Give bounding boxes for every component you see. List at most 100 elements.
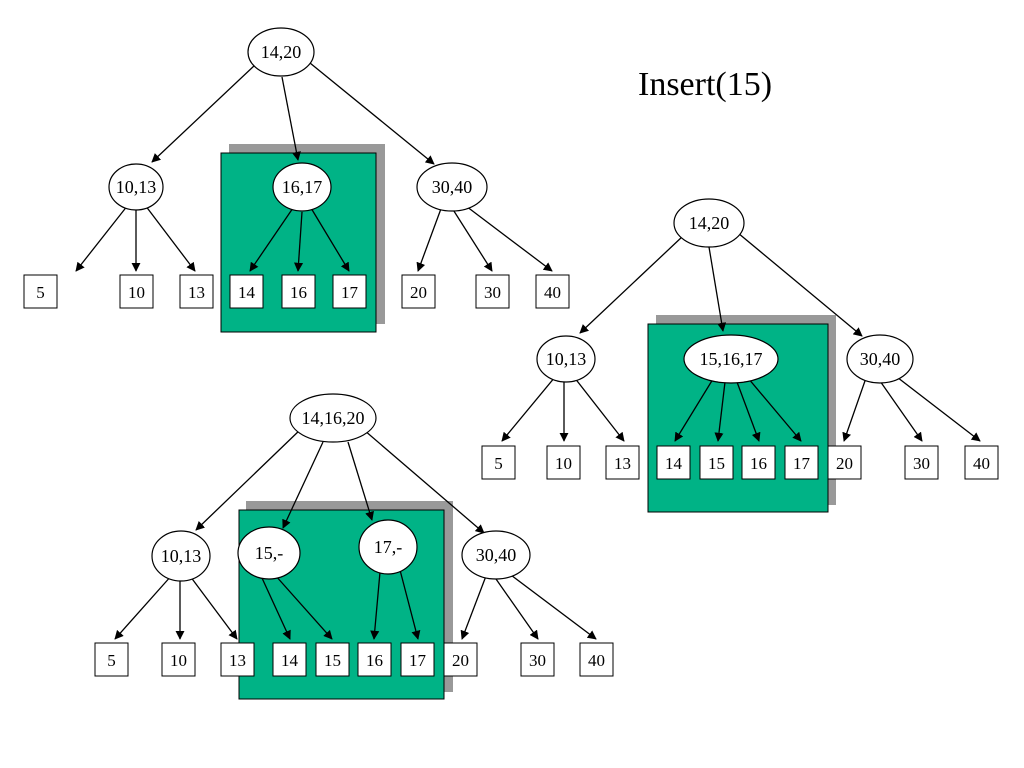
tree-node: 14,20 bbox=[247, 27, 315, 77]
edge bbox=[879, 380, 923, 442]
leaf-box: 14 bbox=[272, 642, 307, 677]
svg-text:10,13: 10,13 bbox=[546, 349, 587, 369]
edge bbox=[461, 202, 553, 272]
svg-text:17,-: 17,- bbox=[374, 537, 403, 557]
leaf-box: 14 bbox=[656, 445, 691, 480]
leaf-box: 30 bbox=[904, 445, 939, 480]
edge bbox=[842, 377, 867, 442]
svg-text:30,40: 30,40 bbox=[476, 545, 517, 565]
svg-text:16: 16 bbox=[750, 454, 767, 473]
svg-text:5: 5 bbox=[107, 651, 116, 670]
leaf-box: 30 bbox=[520, 642, 555, 677]
svg-text:15: 15 bbox=[324, 651, 341, 670]
svg-text:30: 30 bbox=[913, 454, 930, 473]
svg-text:10: 10 bbox=[555, 454, 572, 473]
leaf-box: 5 bbox=[23, 274, 58, 309]
svg-text:13: 13 bbox=[229, 651, 246, 670]
leaf-box: 40 bbox=[579, 642, 614, 677]
leaf-box: 15 bbox=[315, 642, 350, 677]
svg-text:17: 17 bbox=[341, 283, 359, 302]
svg-text:5: 5 bbox=[36, 283, 45, 302]
edge bbox=[399, 569, 421, 640]
edge bbox=[261, 577, 291, 640]
edge bbox=[144, 204, 196, 272]
tree-node-highlighted: 15,- bbox=[237, 526, 301, 580]
svg-text:5: 5 bbox=[494, 454, 503, 473]
edge bbox=[747, 377, 802, 442]
svg-text:20: 20 bbox=[452, 651, 469, 670]
svg-text:15,-: 15,- bbox=[255, 543, 284, 563]
leaf-box: 10 bbox=[119, 274, 154, 309]
edge bbox=[75, 204, 129, 272]
leaf-box: 20 bbox=[827, 445, 862, 480]
svg-text:14: 14 bbox=[665, 454, 683, 473]
leaf-box: 20 bbox=[401, 274, 436, 309]
edge bbox=[189, 575, 238, 640]
leaf-box: 30 bbox=[475, 274, 510, 309]
edge bbox=[506, 571, 597, 640]
edge bbox=[737, 232, 863, 337]
svg-text:14,16,20: 14,16,20 bbox=[302, 408, 365, 428]
tree-edges bbox=[114, 427, 597, 640]
tree-edges bbox=[501, 232, 981, 442]
tree-node: 10,13 bbox=[151, 530, 211, 582]
edge bbox=[460, 575, 487, 640]
svg-text:13: 13 bbox=[188, 283, 205, 302]
tree-edges bbox=[75, 62, 553, 272]
edge bbox=[151, 64, 256, 163]
edge bbox=[195, 427, 303, 531]
edge bbox=[674, 378, 714, 442]
svg-text:14,20: 14,20 bbox=[261, 42, 302, 62]
tree-node-highlighted: 16,17 bbox=[272, 162, 332, 212]
svg-text:30,40: 30,40 bbox=[860, 349, 901, 369]
edge bbox=[736, 381, 761, 442]
svg-text:17: 17 bbox=[793, 454, 811, 473]
edge bbox=[495, 578, 539, 640]
edge bbox=[282, 441, 324, 529]
leaf-box: 16 bbox=[281, 274, 316, 309]
edge bbox=[370, 571, 381, 640]
leaf-box: 13 bbox=[220, 642, 255, 677]
edge bbox=[501, 376, 556, 442]
svg-text:20: 20 bbox=[410, 283, 427, 302]
tree-node: 30,40 bbox=[461, 530, 531, 580]
svg-text:15,16,17: 15,16,17 bbox=[700, 349, 763, 369]
leaf-box: 40 bbox=[964, 445, 999, 480]
edge bbox=[249, 207, 294, 272]
edge bbox=[347, 441, 374, 521]
tree-node-highlighted: 15,16,17 bbox=[683, 334, 779, 384]
svg-text:10: 10 bbox=[170, 651, 187, 670]
leaf-box: 13 bbox=[605, 445, 640, 480]
tree-node: 14,16,20 bbox=[289, 393, 377, 443]
edge bbox=[281, 76, 301, 161]
svg-text:10: 10 bbox=[128, 283, 145, 302]
tree-before-split: 14,20 10,13 16,17 30,40 5 10 13 14 16 17… bbox=[23, 27, 570, 333]
leaf-box: 5 bbox=[481, 445, 516, 480]
edge bbox=[274, 574, 333, 640]
tree-node: 14,20 bbox=[673, 198, 745, 248]
leaf-box: 15 bbox=[699, 445, 734, 480]
leaf-box: 17 bbox=[332, 274, 367, 309]
tree-node: 30,40 bbox=[846, 334, 914, 384]
svg-text:30: 30 bbox=[529, 651, 546, 670]
leaf-box: 10 bbox=[546, 445, 581, 480]
tree-after-split: 14,16,20 10,13 15,- 17,- 30,40 5 10 13 1… bbox=[94, 393, 614, 700]
edge bbox=[573, 376, 625, 442]
tree-node: 10,13 bbox=[108, 163, 164, 211]
edge bbox=[416, 205, 443, 272]
svg-text:16: 16 bbox=[290, 283, 307, 302]
edge bbox=[114, 574, 173, 640]
edge bbox=[579, 235, 684, 334]
edge bbox=[363, 429, 485, 534]
svg-text:40: 40 bbox=[544, 283, 561, 302]
svg-text:30,40: 30,40 bbox=[432, 177, 473, 197]
svg-text:20: 20 bbox=[836, 454, 853, 473]
edge bbox=[451, 207, 493, 272]
svg-text:16: 16 bbox=[366, 651, 383, 670]
leaf-box: 16 bbox=[357, 642, 392, 677]
tree-node: 10,13 bbox=[536, 335, 596, 383]
tree-node-highlighted: 17,- bbox=[358, 519, 418, 575]
edge bbox=[892, 373, 981, 442]
leaf-box: 14 bbox=[229, 274, 264, 309]
